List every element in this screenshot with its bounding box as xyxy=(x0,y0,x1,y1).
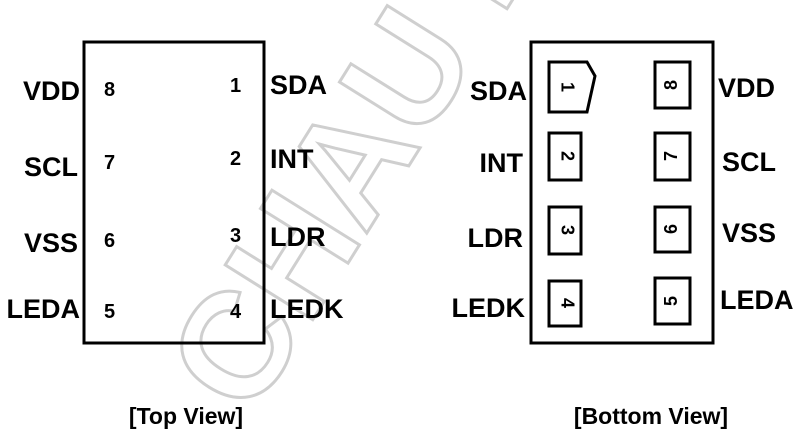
pad-5 xyxy=(653,276,692,326)
bottom-left-pin-name: INT xyxy=(480,148,524,178)
pin1-pad-chamfered xyxy=(547,60,597,114)
top-view-package-body xyxy=(82,40,266,345)
bottom-right-pin-name: SCL xyxy=(722,147,776,177)
pad-3 xyxy=(547,205,583,256)
bottom-view-caption: [Bottom View] xyxy=(574,403,728,429)
bottom-view-package-body xyxy=(529,40,715,345)
top-left-pin-name: LEDA xyxy=(7,294,81,324)
bottom-right-pin-name: LEDA xyxy=(720,285,794,315)
top-left-pin-number: 8 xyxy=(104,79,115,101)
bottom-pad-number: 5 xyxy=(661,296,681,306)
top-right-pin-name: LEDK xyxy=(270,294,344,324)
bottom-pad-number: 4 xyxy=(557,298,577,308)
bottom-pad-number: 2 xyxy=(557,151,577,161)
top-left-pin-number: 7 xyxy=(104,152,115,174)
top-right-pin-number: 1 xyxy=(230,75,241,97)
watermark: CHAU LIGHT xyxy=(135,0,768,437)
pad-2 xyxy=(547,131,583,182)
bottom-pad-number: 3 xyxy=(557,225,577,235)
top-right-pin-number: 3 xyxy=(230,225,241,247)
bottom-right-pin-name: VDD xyxy=(718,73,775,103)
pad-8 xyxy=(653,60,692,110)
bottom-right-pin-name: VSS xyxy=(722,218,776,248)
top-right-pin-name: INT xyxy=(270,144,314,174)
top-left-pin-name: SCL xyxy=(24,152,78,182)
bottom-pad-number: 7 xyxy=(661,151,681,161)
pad-6 xyxy=(653,205,692,254)
top-right-pin-name: LDR xyxy=(270,222,326,252)
top-right-pin-number: 2 xyxy=(230,148,241,170)
top-left-pin-name: VSS xyxy=(24,228,78,258)
bottom-pad-number: 1 xyxy=(557,82,577,92)
pad-4 xyxy=(547,279,583,328)
bottom-left-pin-name: SDA xyxy=(470,76,527,106)
bottom-pad-number: 8 xyxy=(661,80,681,90)
bottom-left-pin-name: LEDK xyxy=(452,293,526,323)
top-view-caption: [Top View] xyxy=(129,403,243,429)
top-left-pin-name: VDD xyxy=(23,76,80,106)
top-right-pin-name: SDA xyxy=(270,70,327,100)
top-left-pin-number: 5 xyxy=(104,301,115,323)
bottom-pad-number: 6 xyxy=(661,224,681,234)
bottom-left-pin-name: LDR xyxy=(468,223,524,253)
top-right-pin-number: 4 xyxy=(230,301,242,323)
top-left-pin-number: 6 xyxy=(104,230,115,252)
pad-7 xyxy=(653,131,692,182)
